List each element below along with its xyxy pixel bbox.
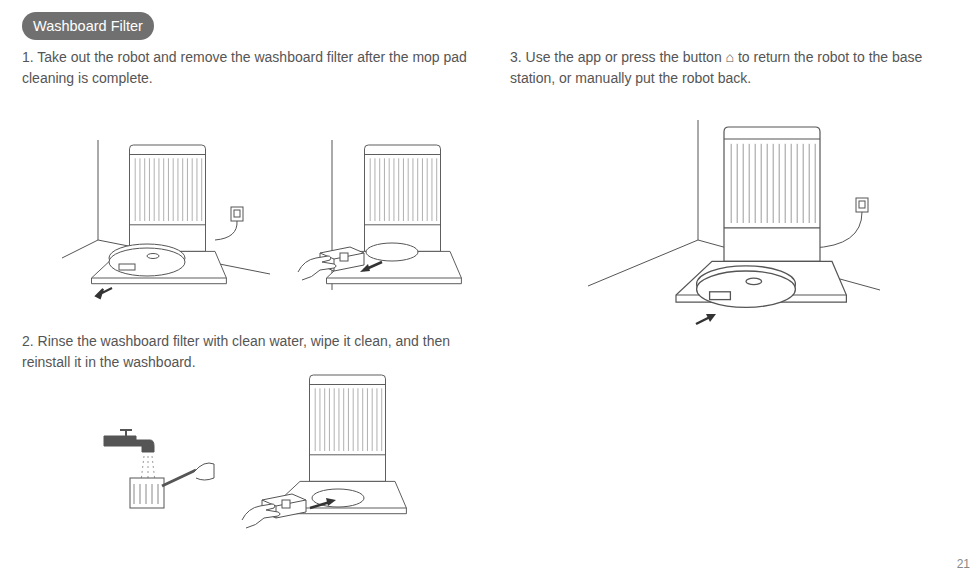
step-text: 1. Take out the robot and remove the was… (22, 47, 492, 89)
page-number: 21 (940, 554, 970, 575)
step-text: 2. Rinse the washboard filter with clean… (22, 331, 492, 373)
section-heading: Washboard Filter (22, 12, 154, 40)
step-text: 3. Use the app or press the button ⌂ to … (510, 47, 965, 89)
